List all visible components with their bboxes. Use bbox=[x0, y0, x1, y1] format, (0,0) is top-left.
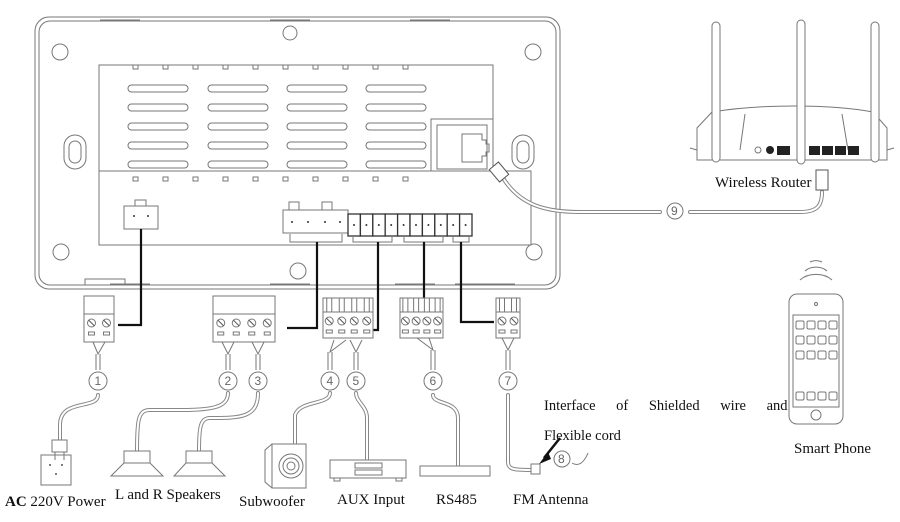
smart-phone-icon bbox=[788, 260, 844, 425]
note-shielded-wire-line2: Flexible cord bbox=[544, 428, 621, 444]
vent-slot bbox=[286, 141, 348, 150]
vent-slot bbox=[286, 103, 348, 112]
connection-number-3: 3 bbox=[248, 341, 268, 391]
ethernet-cable: 9 bbox=[488, 161, 829, 220]
label-ac-prefix: AC bbox=[5, 494, 27, 510]
power-plug-and-socket-icon bbox=[40, 393, 100, 486]
vent-slot bbox=[127, 160, 189, 169]
terminal-plug bbox=[399, 297, 444, 339]
vent-slot bbox=[365, 84, 427, 93]
connection-number-label: 5 bbox=[353, 374, 360, 388]
vent-slot bbox=[365, 160, 427, 169]
subwoofer-icon bbox=[264, 391, 332, 489]
ethernet-port[interactable] bbox=[430, 118, 494, 172]
connector-plugs bbox=[83, 295, 521, 343]
vent-slot bbox=[127, 103, 189, 112]
phone-app-icon bbox=[806, 350, 816, 360]
vent-slot bbox=[286, 160, 348, 169]
aux-player-icon bbox=[329, 391, 407, 482]
vent-slot bbox=[207, 122, 269, 131]
speaker-right-icon bbox=[172, 391, 260, 477]
lan-port bbox=[809, 146, 820, 155]
vent-slot bbox=[207, 84, 269, 93]
vent-slot bbox=[127, 122, 189, 131]
phone-dock-icon bbox=[828, 391, 838, 401]
vent-slot bbox=[365, 103, 427, 112]
connection-number-6: 6 bbox=[416, 337, 443, 391]
phone-dock-icon bbox=[817, 391, 827, 401]
vent-panel bbox=[98, 64, 494, 182]
label-subwoofer: Subwoofer bbox=[239, 494, 305, 510]
phone-app-icon bbox=[828, 350, 838, 360]
label-aux-input: AUX Input bbox=[337, 492, 405, 508]
connection-number-label: 4 bbox=[327, 374, 334, 388]
connection-number-label: 1 bbox=[95, 374, 102, 388]
terminal-plug bbox=[495, 297, 521, 339]
terminal-board bbox=[98, 170, 532, 246]
router-icon bbox=[689, 19, 895, 165]
vent-slot bbox=[127, 84, 189, 93]
vent-slot bbox=[365, 141, 427, 150]
phone-app-icon bbox=[806, 320, 816, 330]
phone-app-icon bbox=[795, 335, 805, 345]
lan-port bbox=[822, 146, 833, 155]
connection-number-2: 2 bbox=[218, 341, 238, 391]
vent-slot bbox=[207, 103, 269, 112]
phone-app-icon bbox=[817, 320, 827, 330]
label-speakers: L and R Speakers bbox=[115, 487, 221, 503]
label-ac-power-text: 220V Power bbox=[30, 494, 106, 510]
vent-slot bbox=[207, 160, 269, 169]
connection-number-1: 1 bbox=[88, 341, 108, 391]
vent-slot bbox=[207, 141, 269, 150]
phone-dock-icon bbox=[795, 391, 805, 401]
connection-number-label: 2 bbox=[225, 374, 232, 388]
phone-app-icon bbox=[817, 350, 827, 360]
label-fm-antenna: FM Antenna bbox=[513, 492, 589, 508]
label-ac-power: AC 220V Power bbox=[5, 494, 106, 511]
connection-number-8: 8 bbox=[558, 452, 565, 466]
connection-number-4: 4 bbox=[320, 339, 347, 391]
label-wireless-router: Wireless Router bbox=[715, 175, 812, 191]
antenna-cable-icon: 8 bbox=[506, 393, 589, 475]
phone-dock-icon bbox=[806, 391, 816, 401]
device-housing bbox=[34, 16, 561, 290]
connection-number-label: 6 bbox=[430, 374, 437, 388]
speaker-left-icon bbox=[109, 391, 230, 477]
phone-app-icon bbox=[795, 350, 805, 360]
vent-slot bbox=[127, 141, 189, 150]
terminal-plug bbox=[83, 295, 115, 343]
lan-port bbox=[848, 146, 859, 155]
phone-app-icon bbox=[806, 335, 816, 345]
connection-number-9: 9 bbox=[671, 204, 678, 218]
phone-app-icon bbox=[828, 335, 838, 345]
connection-number-7: 7 bbox=[498, 337, 518, 391]
rs485-device-icon bbox=[419, 393, 491, 477]
terminal-plug bbox=[322, 297, 374, 339]
connection-number-label: 7 bbox=[505, 374, 512, 388]
phone-app-icon bbox=[795, 320, 805, 330]
phone-app-icon bbox=[817, 335, 827, 345]
terminal-plug bbox=[212, 295, 276, 343]
label-rs485: RS485 bbox=[436, 492, 477, 508]
connection-number-label: 3 bbox=[255, 374, 262, 388]
lan-port bbox=[835, 146, 846, 155]
vent-slot bbox=[286, 122, 348, 131]
vent-slot bbox=[365, 122, 427, 131]
label-smart-phone: Smart Phone bbox=[794, 441, 872, 457]
phone-app-icon bbox=[828, 320, 838, 330]
numbered-connections: 1 2 3 4 5 6 7 bbox=[88, 337, 518, 391]
connection-number-5: 5 bbox=[346, 339, 366, 391]
note-shielded-wire-line1: Interface of Shielded wire and bbox=[544, 398, 788, 414]
vent-slot bbox=[286, 84, 348, 93]
